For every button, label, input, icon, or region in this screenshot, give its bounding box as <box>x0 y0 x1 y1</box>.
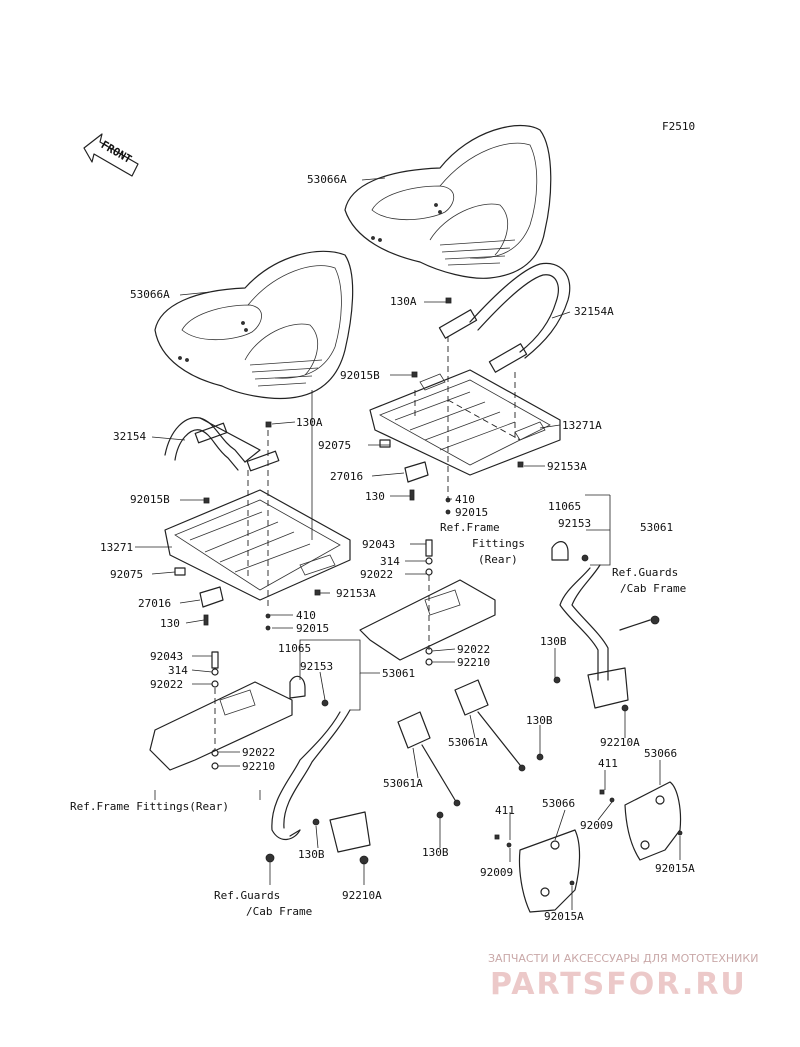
label-53061-right: 53061 <box>640 521 673 534</box>
label-92210a-left: 92210A <box>342 889 382 902</box>
part-labels: 53066A 53066A 130A 32154A 92015B 130A 13… <box>70 173 695 923</box>
label-92022-mid: 92022 <box>360 568 393 581</box>
label-92075-top: 92075 <box>318 439 351 452</box>
rear-handle-bar-drawing <box>438 262 571 373</box>
label-130a-top: 130A <box>390 295 417 308</box>
label-27016-left: 27016 <box>138 597 171 610</box>
label-411-right: 411 <box>598 757 618 770</box>
label-130b-right: 130B <box>540 635 567 648</box>
label-92015a-mid: 92015A <box>544 910 584 923</box>
label-92153a-top: 92153A <box>547 460 587 473</box>
label-130a-mid: 130A <box>296 416 323 429</box>
label-130b-mid2: 130B <box>422 846 449 859</box>
label-92210-mid: 92210 <box>457 656 490 669</box>
label-92015a-right: 92015A <box>655 862 695 875</box>
buckle-53061a-drawing <box>397 679 544 819</box>
label-92210-left: 92210 <box>242 760 275 773</box>
front-handle-bar-drawing <box>164 417 280 472</box>
leader-lines <box>135 177 681 910</box>
diagram-code: F2510 <box>662 120 695 133</box>
label-ref-frame-rear-1: Ref.Frame <box>440 521 500 534</box>
label-53066-mid: 53066 <box>542 797 575 810</box>
label-130-top: 130 <box>365 490 385 503</box>
front-arrow-icon: FRONT <box>83 133 139 177</box>
label-92015-top: 92015 <box>455 506 488 519</box>
hardware-bolts <box>174 297 524 631</box>
label-53066a-rear: 53066A <box>307 173 347 186</box>
label-11065-right: 11065 <box>548 500 581 513</box>
rear-seat-base-drawing <box>369 369 561 476</box>
label-92015b-top: 92015B <box>340 369 380 382</box>
label-130b-left: 130B <box>298 848 325 861</box>
label-32154a: 32154A <box>574 305 614 318</box>
label-53066-right: 53066 <box>644 747 677 760</box>
label-314-mid: 314 <box>380 555 400 568</box>
label-ref-guards-right-2: /Cab Frame <box>620 582 686 595</box>
label-130-left: 130 <box>160 617 180 630</box>
label-92022-left2: 92022 <box>242 746 275 759</box>
label-92075-left: 92075 <box>110 568 143 581</box>
label-ref-guards-left-1: Ref.Guards <box>214 889 280 902</box>
label-92009-right: 92009 <box>580 819 613 832</box>
label-ref-frame-rear-left: Ref.Frame Fittings(Rear) <box>70 800 229 813</box>
label-53061a-mid: 53061A <box>448 736 488 749</box>
label-11065-left: 11065 <box>278 642 311 655</box>
side-panel-right-drawing <box>599 781 683 861</box>
watermark: ЗАПЧАСТИ И АКСЕССУАРЫ ДЛЯ МОТОТЕХНИКИ PA… <box>488 952 758 1002</box>
label-ref-guards-right-1: Ref.Guards <box>612 566 678 579</box>
label-92015-left: 92015 <box>296 622 329 635</box>
label-92022-mid2: 92022 <box>457 643 490 656</box>
label-92043-mid: 92043 <box>362 538 395 551</box>
watermark-tagline: ЗАПЧАСТИ И АКСЕССУАРЫ ДЛЯ МОТОТЕХНИКИ <box>488 952 758 965</box>
label-410-top: 410 <box>455 493 475 506</box>
label-92210a-right: 92210A <box>600 736 640 749</box>
label-411-mid: 411 <box>495 804 515 817</box>
label-27016-top: 27016 <box>330 470 363 483</box>
label-92015b-left: 92015B <box>130 493 170 506</box>
label-ref-frame-rear-2: Fittings <box>472 537 525 550</box>
front-label: FRONT <box>99 138 135 166</box>
label-92153-right: 92153 <box>558 517 591 530</box>
right-seatbelt-drawing <box>551 541 660 712</box>
label-13271: 13271 <box>100 541 133 554</box>
label-13271a: 13271A <box>562 419 602 432</box>
label-314-left: 314 <box>168 664 188 677</box>
label-92022-left: 92022 <box>150 678 183 691</box>
label-32154: 32154 <box>113 430 146 443</box>
label-410-left: 410 <box>296 609 316 622</box>
left-seatbelt-drawing <box>265 699 371 865</box>
watermark-brand: PARTSFOR.RU <box>490 967 747 1002</box>
left-frame-bracket-drawing <box>149 651 306 771</box>
label-92153a-left: 92153A <box>336 587 376 600</box>
label-53061a-left: 53061A <box>383 777 423 790</box>
label-ref-guards-left-2: /Cab Frame <box>246 905 312 918</box>
label-92043-left: 92043 <box>150 650 183 663</box>
label-53061-left: 53061 <box>382 667 415 680</box>
side-panel-mid-drawing <box>494 829 581 913</box>
label-53066a-front: 53066A <box>130 288 170 301</box>
front-seat-drawing <box>154 250 354 400</box>
label-ref-frame-rear-3: (Rear) <box>478 553 518 566</box>
front-seat-base-drawing <box>164 489 351 601</box>
label-130b-mid: 130B <box>526 714 553 727</box>
label-92009-mid: 92009 <box>480 866 513 879</box>
label-92153-left: 92153 <box>300 660 333 673</box>
rear-seat-drawing <box>344 124 552 279</box>
